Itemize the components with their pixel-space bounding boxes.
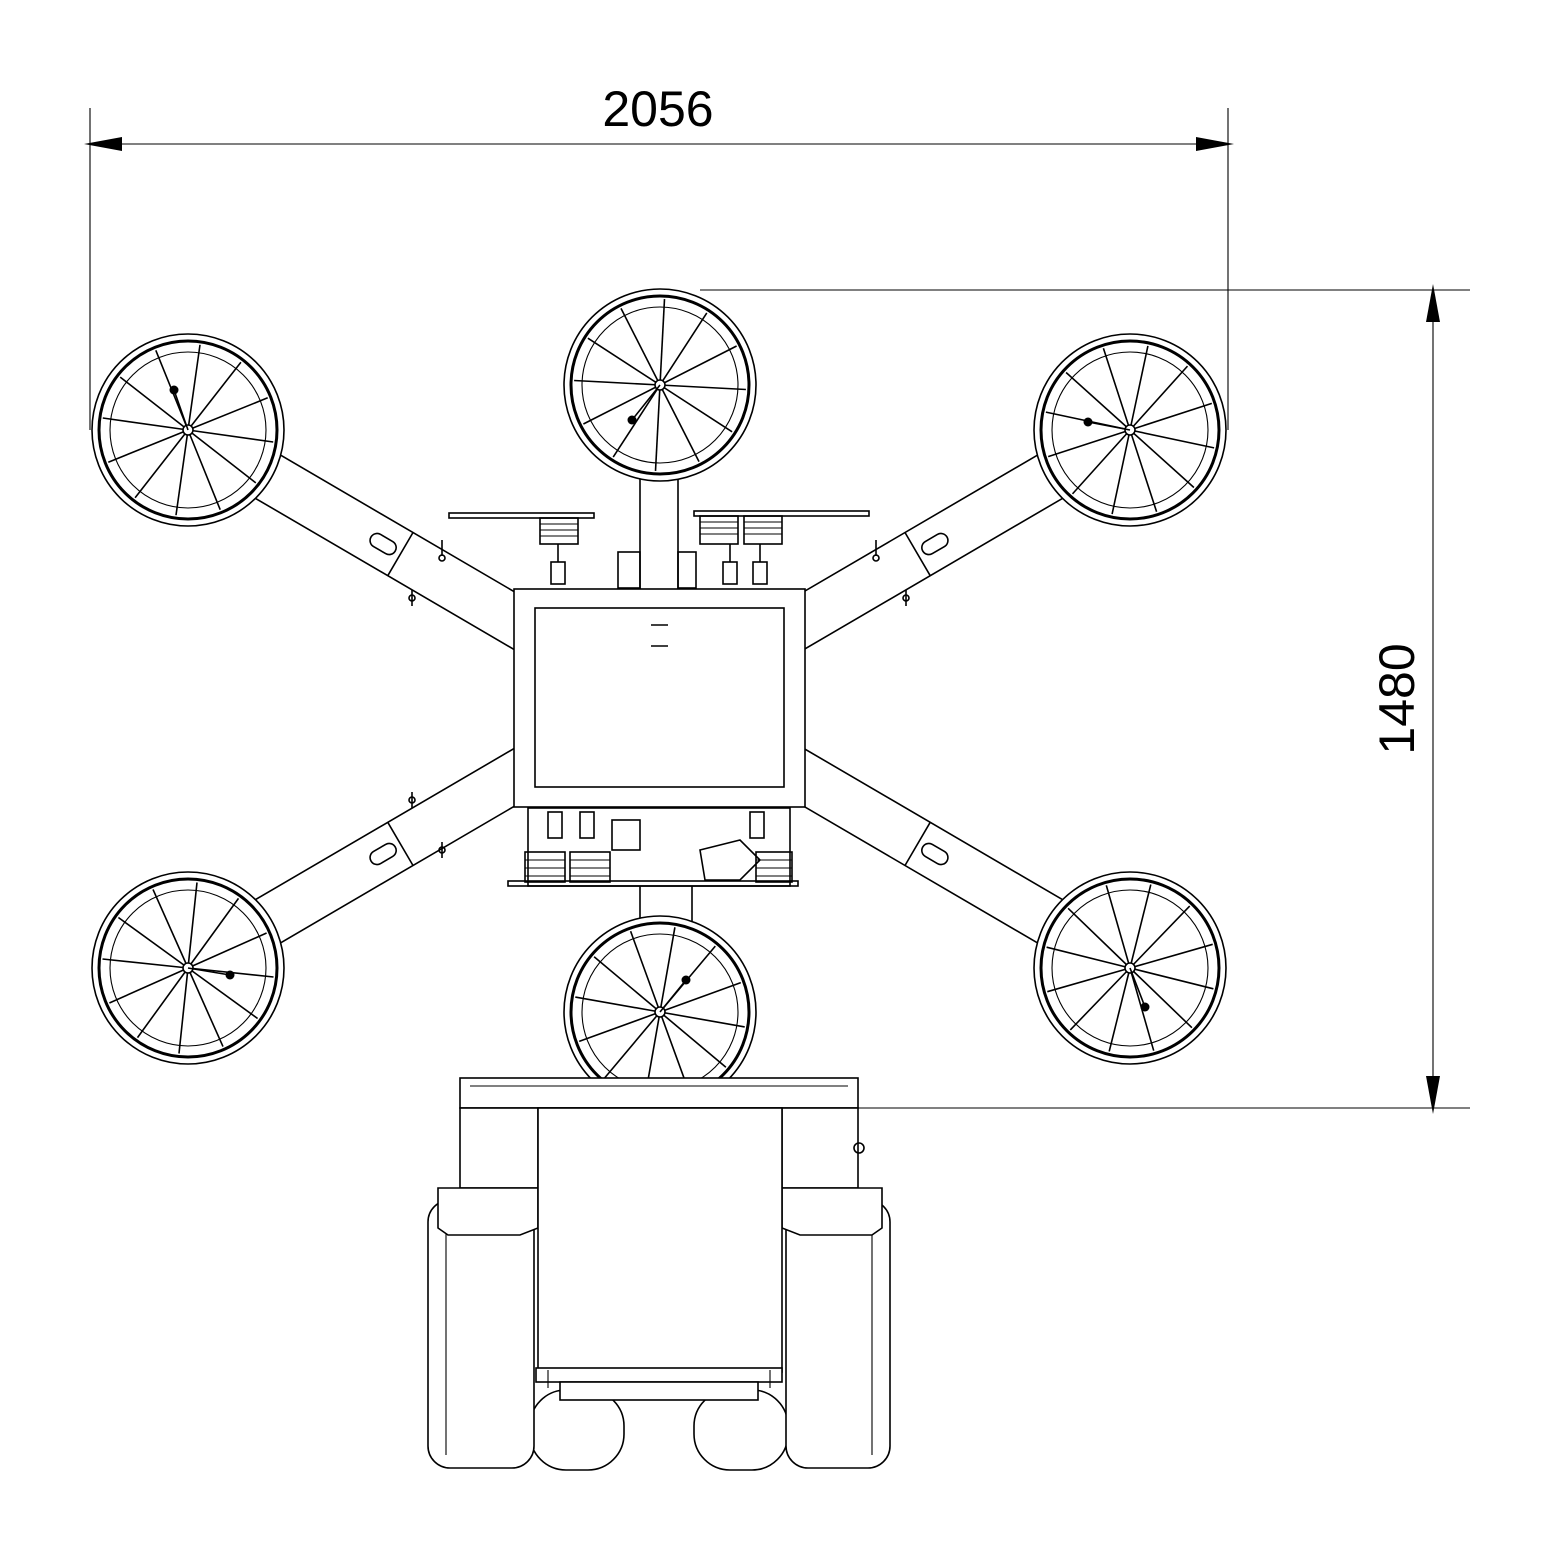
height-arrow-bottom <box>1426 1076 1440 1114</box>
counterweight <box>559 1381 759 1401</box>
coil-3 <box>743 515 783 585</box>
suction-pad-top-center <box>563 288 757 482</box>
wheel-left <box>427 1199 535 1469</box>
suction-pads <box>91 288 1227 1109</box>
front-wheels <box>427 1199 891 1469</box>
coil-1 <box>539 517 579 585</box>
wheel-right <box>785 1199 891 1469</box>
rear-wheel-right <box>693 1389 789 1471</box>
lower-valve-assembly <box>507 807 799 887</box>
width-dimension-label: 2056 <box>602 81 713 137</box>
height-dimension-label: 1480 <box>1369 643 1425 754</box>
suction-pad-upper-right <box>1033 333 1227 527</box>
width-arrow-right <box>1196 137 1234 151</box>
fender-right <box>781 1187 883 1236</box>
central-control-box <box>513 588 806 808</box>
upper-valve-assembly <box>448 510 870 589</box>
rear-wheel-left <box>529 1389 625 1471</box>
fender-left <box>437 1187 539 1236</box>
height-dimension: 1480 <box>700 284 1470 1114</box>
width-dimension: 2056 <box>84 81 1234 430</box>
chassis-top-plate <box>459 1077 859 1109</box>
height-arrow-top <box>1426 284 1440 322</box>
suction-pad-lower-right <box>1033 871 1227 1065</box>
suction-pad-lower-left <box>91 871 285 1065</box>
rear-wheels <box>529 1389 789 1471</box>
suction-pad-upper-left <box>91 333 285 527</box>
suction-pad-bottom-center <box>563 915 757 1109</box>
chassis-center-body <box>535 1107 783 1401</box>
coil-2 <box>699 515 739 585</box>
width-arrow-left <box>84 137 122 151</box>
arm-knobs <box>408 540 910 858</box>
